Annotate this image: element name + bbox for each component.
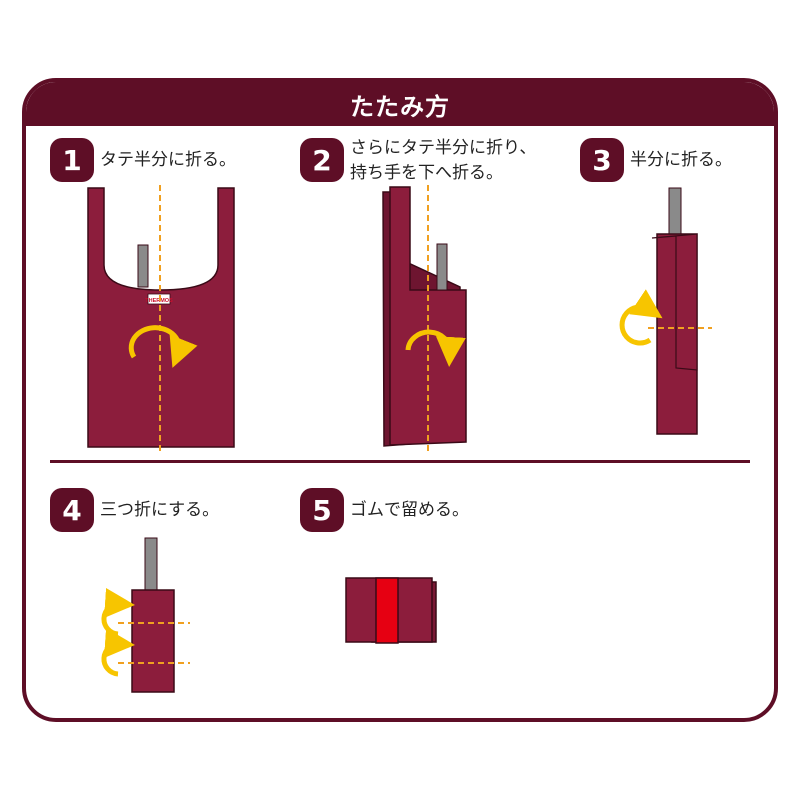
step-2-text-line2: 持ち手を下へ折る。 xyxy=(350,163,503,183)
row-divider xyxy=(50,460,750,463)
step-2-badge: 2 xyxy=(300,138,344,182)
step-1-text: タテ半分に折る。 xyxy=(100,150,236,170)
handle-strap xyxy=(668,187,682,237)
step-2-text-line1: さらにタテ半分に折り、 xyxy=(350,138,537,158)
step-3-badge: 3 xyxy=(580,138,624,182)
step-5-illustration xyxy=(345,577,437,644)
step-4-text: 三つ折にする。 xyxy=(100,500,220,520)
step-4-badge: 4 xyxy=(50,488,94,532)
step-3-illustration xyxy=(619,187,712,435)
bag-strip xyxy=(131,589,175,693)
step-1-illustration: THERMOS xyxy=(87,185,235,455)
page-title: たたみ方 xyxy=(26,82,774,126)
rubber-band xyxy=(375,577,399,644)
fold-arrow-icon xyxy=(619,289,663,346)
step-1-badge: 1 xyxy=(50,138,94,182)
step-4-illustration xyxy=(101,537,190,693)
bag-flap xyxy=(651,233,698,371)
handle-strap xyxy=(144,537,158,593)
step-5-text: ゴムで留める。 xyxy=(350,500,469,520)
fold-arrow-icon xyxy=(405,329,466,367)
handle-strap xyxy=(436,243,448,291)
fold-arrow-icon xyxy=(128,325,198,368)
step-3-text: 半分に折る。 xyxy=(630,150,732,170)
step-5-badge: 5 xyxy=(300,488,344,532)
fold-arrow-lower-icon xyxy=(101,628,135,677)
step-2-illustration xyxy=(382,185,467,455)
fold-arrow-upper-icon xyxy=(101,588,135,637)
handle-strap xyxy=(137,244,149,288)
